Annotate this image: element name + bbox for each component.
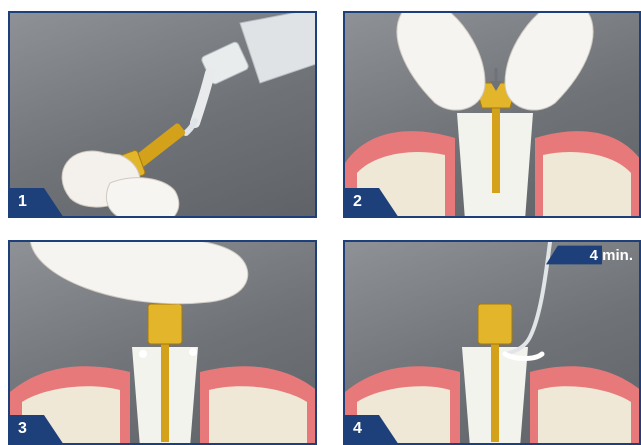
step-number-4: 4 (353, 420, 362, 438)
fingers (62, 151, 179, 218)
step-2-panel: 2 (343, 11, 641, 218)
step-badge-3: 3 (8, 415, 64, 445)
step-number-1: 1 (18, 193, 27, 211)
step-3-panel: 3 (8, 240, 317, 445)
duration-tag: 4 min. (546, 240, 641, 272)
step-badge-2: 2 (343, 188, 399, 218)
step-badge-4: 4 (343, 415, 399, 445)
cement-bottle (186, 13, 317, 133)
step-number-2: 2 (353, 193, 362, 211)
step-badge-1: 1 (8, 188, 64, 218)
duration-label: 4 min. (590, 247, 633, 264)
step-4-panel: 4 min. 4 (343, 240, 641, 445)
step-number-3: 3 (18, 420, 27, 438)
step-1-panel: 1 (8, 11, 317, 218)
